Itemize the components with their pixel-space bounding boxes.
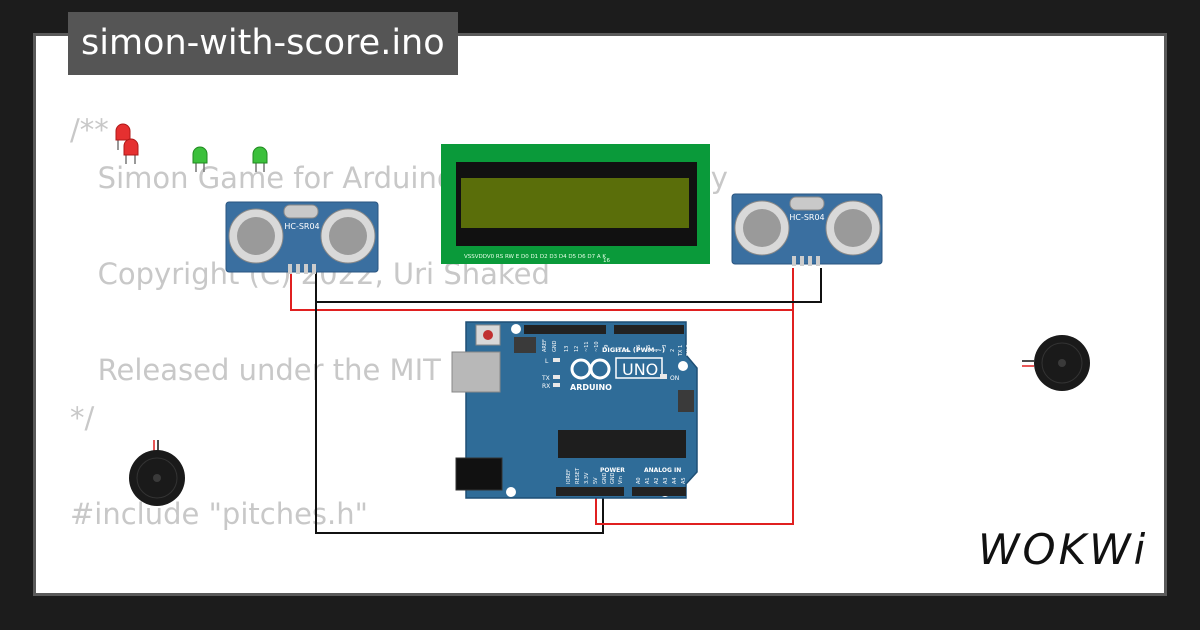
arduino-uno-board-icon: AREF GND 13 12 ~11 ~10 ~9 8 7 ~6 ~5 4 ~3… — [451, 321, 698, 499]
pin-label: A2 — [654, 477, 660, 484]
pin-label: A3 — [663, 477, 669, 484]
tx-label: TX — [541, 375, 550, 382]
pin-label: 13 — [564, 346, 570, 352]
pin-label: TX 1 — [678, 345, 684, 357]
wokwi-logo: WOKWi — [978, 525, 1149, 574]
piezo-buzzer-icon — [129, 440, 185, 506]
code-line: /** — [70, 113, 109, 147]
pin-label: 2 — [670, 349, 676, 352]
lcd-pin-number: 16 — [603, 258, 610, 264]
pin-label: 8 — [616, 349, 622, 352]
pin-label: RX 0 — [686, 344, 692, 356]
pin-label: GND — [610, 472, 616, 484]
wire-red-sensor1 — [290, 268, 794, 311]
pin-label: 7 — [626, 349, 632, 352]
piezo-buzzer-icon — [1022, 335, 1090, 391]
wire-black-sensor1-gnd — [315, 302, 604, 534]
pin-label: A4 — [672, 477, 678, 484]
pin-label: GND — [602, 472, 608, 484]
red-led-icon — [123, 138, 139, 164]
pin-label: 3.3V — [584, 472, 590, 484]
pin-label: Vin — [618, 476, 624, 484]
power-label: POWER — [600, 467, 625, 474]
pin-label: ~10 — [594, 341, 600, 352]
wires — [290, 268, 822, 534]
pin-label: A0 — [636, 477, 642, 484]
pin-label: ~3 — [662, 345, 668, 352]
analog-label: ANALOG IN — [644, 467, 681, 474]
pin-label: A5 — [681, 477, 687, 484]
arduino-infinity-logo — [570, 358, 611, 380]
arduino-aref-label: AREF — [542, 339, 548, 352]
digital-label: DIGITAL (PWM ~) — [602, 346, 665, 354]
arduino-gnd-label: GND — [552, 340, 558, 352]
pin-label: IOREF — [566, 469, 572, 484]
ultrasonic-sensor-icon: HC-SR04 — [731, 193, 883, 266]
wire-black-sensor1 — [315, 268, 822, 303]
pin-label: ~6 — [636, 345, 642, 352]
pin-label: RESET — [575, 467, 581, 484]
project-title: simon-with-score.ino — [68, 12, 458, 75]
pin-label: 5V — [593, 477, 599, 484]
sensor-label: HC-SR04 — [284, 222, 319, 231]
pin-label: ~5 — [646, 345, 652, 352]
lcd-display-icon: VSSVDDV0 RS RW E D0 D1 D2 D3 D4 D5 D6 D7… — [441, 144, 710, 264]
wire-red-sensor2 — [595, 310, 794, 525]
pin-label: ~11 — [584, 341, 590, 352]
code-line: */ — [70, 401, 95, 435]
analog-pin-labels: A0 A1 A2 A3 A4 A5 — [636, 477, 687, 484]
green-led-icon — [252, 146, 268, 172]
green-led-icon — [192, 146, 208, 172]
rx-label: RX — [542, 383, 550, 390]
ultrasonic-sensor-icon: HC-SR04 — [225, 201, 379, 274]
pin-label: 12 — [574, 346, 580, 352]
power-pin-labels: IOREF RESET 3.3V 5V GND GND Vin — [566, 467, 624, 484]
l-led-label: L — [545, 358, 549, 365]
pin-label: 4 — [654, 349, 660, 352]
on-label: ON — [670, 375, 679, 382]
code-line: #include "pitches.h" — [70, 497, 368, 531]
pin-label: ~9 — [604, 345, 610, 352]
sensor-label: HC-SR04 — [789, 213, 824, 222]
arduino-brand: ARDUINO — [570, 383, 612, 392]
digital-pin-labels: 13 12 ~11 ~10 ~9 8 7 ~6 ~5 4 ~3 2 TX 1 R… — [564, 341, 692, 357]
pin-label: A1 — [645, 477, 651, 484]
board-model: UNO — [622, 360, 658, 379]
lcd-pin-labels: VSSVDDV0 RS RW E D0 D1 D2 D3 D4 D5 D6 D7… — [464, 254, 606, 260]
